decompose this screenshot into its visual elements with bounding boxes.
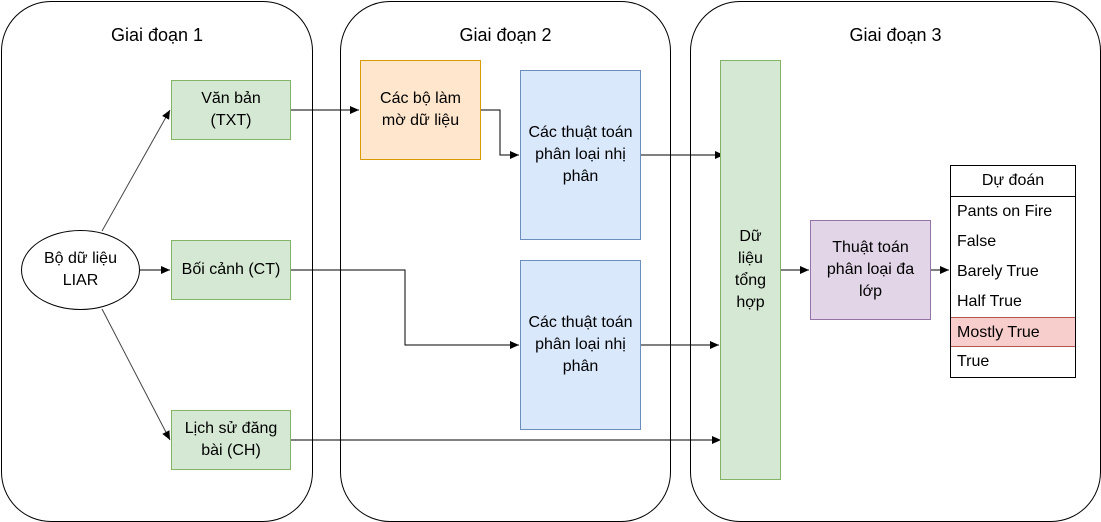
- prediction-label: Pants on Fire: [957, 203, 1053, 220]
- stage-1-title: Giai đoạn 1: [110, 25, 204, 45]
- prediction-label: Barely True: [957, 263, 1039, 280]
- binary-classifier-2-node: Các thuật toán phân loại nhị phân: [520, 260, 641, 430]
- binary-classifier-1-node: Các thuật toán phân loại nhị phân: [520, 70, 641, 240]
- arrow-obfuscators-to-classifier-1: [481, 109, 519, 159]
- dataset-liar-node: Bộ dữ liệu LIAR: [21, 230, 140, 310]
- stage-2-title: Giai đoạn 2: [459, 25, 552, 45]
- prediction-table: Dự đoán Pants on Fire False Barely True …: [950, 165, 1076, 378]
- context-feature-node: Bối cảnh (CT): [171, 240, 291, 300]
- prediction-label: Half True: [957, 293, 1022, 310]
- history-feature-node: Lịch sử đăng bài (CH): [171, 410, 291, 470]
- multiclass-classifier-node: Thuật toán phân loại đa lớp: [810, 220, 931, 320]
- prediction-label-highlighted: Mostly True: [951, 317, 1075, 347]
- prediction-label: False: [957, 233, 997, 250]
- arrow-dataset-to-history: [101, 308, 171, 441]
- text-feature-node: Văn bản (TXT): [171, 80, 291, 140]
- stage-3-title: Giai đoạn 3: [849, 25, 942, 45]
- aggregate-data-node: Dữ liệu tổng hợp: [720, 60, 781, 480]
- obfuscators-node: Các bộ làm mờ dữ liệu: [360, 60, 481, 160]
- prediction-header: Dự đoán: [951, 166, 1075, 197]
- prediction-label: True: [957, 353, 990, 370]
- arrow-dataset-to-text: [101, 109, 171, 232]
- arrow-context-to-classifier-2: [291, 269, 519, 349]
